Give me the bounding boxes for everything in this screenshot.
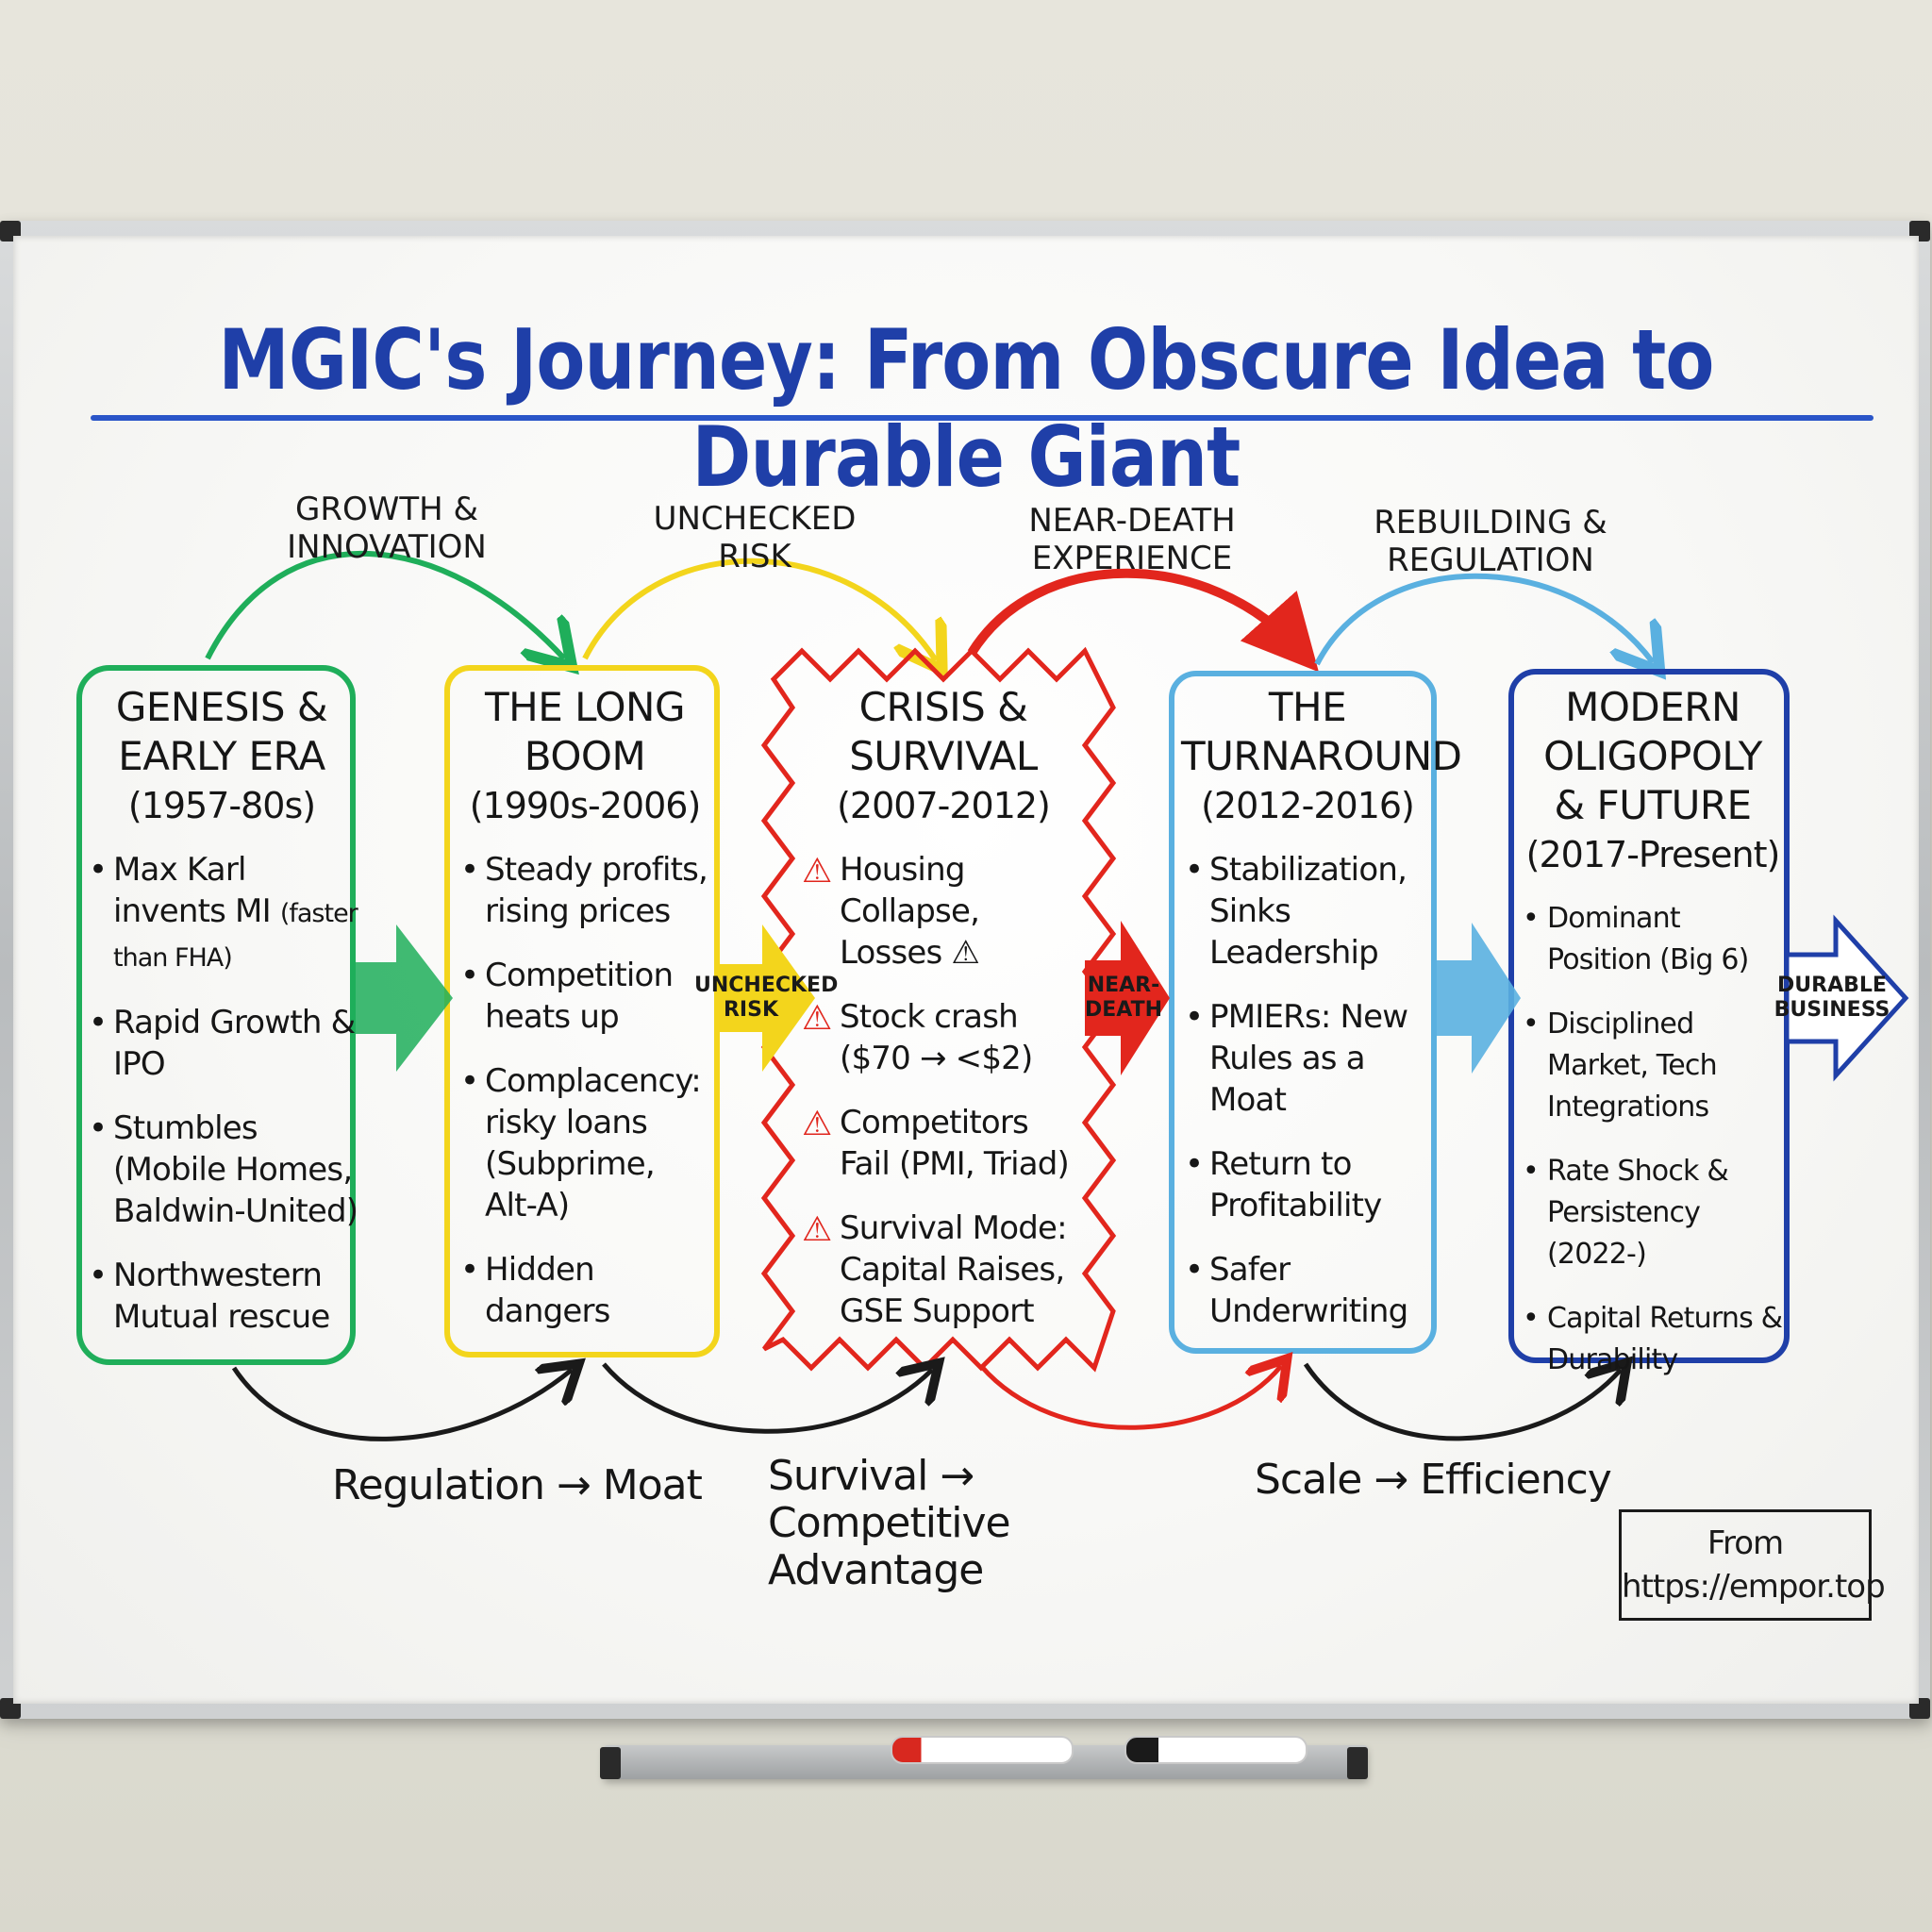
stage-item: •Steady profits, rising prices	[460, 851, 708, 930]
stage-title-line: BOOM	[524, 733, 646, 779]
bottom-arc-4	[1303, 1364, 1621, 1441]
stage-item-text: Steady profits, rising prices	[485, 851, 708, 930]
arc-rebuilding	[1314, 573, 1653, 664]
stage-item-text: Northwestern Mutual rescue	[113, 1257, 330, 1336]
stage-title-line: MODERN	[1565, 684, 1740, 730]
stage-item: ⚠Survival Mode: Capital Raises, GSE Supp…	[802, 1208, 1075, 1332]
whiteboard-surface	[13, 236, 1919, 1704]
stage-item-text: Survival Mode: Capital Raises, GSE Suppo…	[840, 1209, 1068, 1330]
stage-item-text: PMIERs: New Rules as a Moat	[1209, 998, 1408, 1119]
stage-item: ⚠Competitors Fail (PMI, Triad)	[802, 1102, 1075, 1185]
stage-title-line: EARLY ERA	[118, 733, 325, 779]
stage-period: (2017-Present)	[1525, 834, 1781, 875]
warning-icon: ⚠	[802, 999, 832, 1038]
stage-item: •Northwestern Mutual rescue	[89, 1257, 330, 1336]
diagram-title: MGIC's Journey: From Obscure Idea to Dur…	[218, 311, 1714, 506]
tray-end-cap	[600, 1747, 621, 1779]
red-marker[interactable]	[891, 1736, 1074, 1764]
stage-item-text: Housing Collapse, Losses ⚠	[840, 851, 980, 972]
connector-arrow-yellow	[717, 924, 815, 1072]
stage-item: •Hidden dangers	[460, 1251, 610, 1330]
stage-title-line: CRISIS &	[858, 684, 1028, 730]
connector-arrow-green	[351, 924, 453, 1072]
credit-box: From https://empor.top	[1619, 1509, 1886, 1621]
stage-title-line: THE LONG	[484, 684, 686, 730]
title-underline	[91, 415, 1874, 421]
warning-icon: ⚠	[802, 852, 832, 891]
bottom-label-regulation: Regulation → Moat	[332, 1461, 703, 1509]
stage-item-text: Stumbles (Mobile Homes, Baldwin-United)	[113, 1109, 358, 1230]
stage-title-line: OLIGOPOLY	[1543, 733, 1762, 779]
stage-item-text: Stabilization, Sinks Leadership	[1209, 851, 1407, 972]
credit-url: https://empor.top	[1622, 1568, 1886, 1606]
stage-item-text: Competitors Fail (PMI, Triad)	[840, 1104, 1070, 1183]
stage-item: •Dominant Position (Big 6)	[1523, 902, 1749, 976]
stage-period: (1990s-2006)	[469, 785, 702, 826]
stage-title-line: TURNAROUND	[1181, 733, 1462, 779]
stage-item-text: Competition heats up	[485, 957, 674, 1036]
stage-modern: MODERN OLIGOPOLY & FUTURE (2017-Present)…	[1519, 683, 1787, 1404]
stage-item-text: Dominant Position (Big 6)	[1547, 902, 1749, 976]
stage-period: (1957-80s)	[127, 785, 316, 826]
stage-item: •Max Karl invents MI (faster than FHA)	[89, 851, 358, 973]
transition-label-near-death: NEAR-DEATH EXPERIENCE	[1028, 502, 1236, 577]
stage-item-text: Stock crash ($70 → <$2)	[840, 998, 1033, 1077]
bottom-label-survival: Survival → Competitive Advantage	[768, 1452, 1011, 1594]
stage-item-text: Max Karl invents MI	[113, 851, 272, 930]
bottom-arc-2	[602, 1364, 932, 1434]
stage-title-line: THE	[1268, 684, 1347, 730]
connector-label-near-death: NEAR-DEATH	[1084, 974, 1163, 1022]
stage-item-text: Complacency: risky loans (Subprime, Alt-…	[485, 1062, 702, 1224]
stage-item-text: Hidden dangers	[485, 1251, 610, 1330]
stage-item: •Capital Returns & Durability	[1523, 1302, 1783, 1376]
stage-item-text: Rate Shock & Persistency (2022-)	[1547, 1155, 1729, 1271]
stage-crisis: CRISIS & SURVIVAL (2007-2012) ⚠Housing C…	[802, 683, 1075, 1355]
stage-item: •Rate Shock & Persistency (2022-)	[1523, 1155, 1729, 1271]
warning-icon: ⚠	[802, 1210, 832, 1249]
stage-item-text: Rapid Growth & IPO	[113, 1004, 356, 1083]
stage-item: •Competition heats up	[460, 957, 674, 1036]
transition-label-rebuilding: REBUILDING & REGULATION	[1374, 504, 1607, 579]
stage-item-text: Disciplined Market, Tech Integrations	[1547, 1008, 1718, 1124]
stage-item: •Rapid Growth & IPO	[89, 1004, 356, 1083]
stage-item: •PMIERs: New Rules as a Moat	[1185, 998, 1408, 1119]
black-marker[interactable]	[1124, 1736, 1307, 1764]
stage-item: •Safer Underwriting	[1185, 1251, 1408, 1330]
stage-title-line: GENESIS &	[115, 684, 328, 730]
stage-item-note: (faster than FHA)	[113, 899, 358, 973]
stage-item: ⚠Housing Collapse, Losses ⚠	[802, 849, 1075, 974]
stage-long-boom: THE LONG BOOM (1990s-2006) •Steady profi…	[457, 683, 713, 1355]
bottom-arc-1	[231, 1368, 572, 1441]
tray-end-cap	[1347, 1747, 1368, 1779]
transition-label-growth: GROWTH & INNOVATION	[287, 491, 487, 566]
connector-label-durable: DURABLE BUSINESS	[1774, 974, 1890, 1022]
arc-unchecked	[582, 558, 936, 660]
transition-label-unchecked: UNCHECKED RISK	[653, 500, 857, 575]
connector-arrow-lightblue	[1434, 923, 1521, 1074]
bottom-label-scale: Scale → Efficiency	[1255, 1456, 1612, 1504]
bottom-arc-3	[979, 1366, 1281, 1430]
stage-item: •Stumbles (Mobile Homes, Baldwin-United)	[89, 1109, 358, 1230]
stage-title-line: & FUTURE	[1554, 782, 1752, 828]
stage-turnaround: THE TURNAROUND (2012-2016) •Stabilizatio…	[1181, 683, 1462, 1355]
stage-title-line: SURVIVAL	[849, 733, 1038, 779]
connector-arrow-blue	[1784, 914, 1909, 1082]
stage-item: •Return to Profitability	[1185, 1145, 1382, 1224]
stage-item: •Disciplined Market, Tech Integrations	[1523, 1008, 1718, 1124]
stage-genesis: GENESIS & EARLY ERA (1957-80s) •Max Karl…	[85, 683, 358, 1360]
stage-item-text: Safer Underwriting	[1209, 1251, 1408, 1330]
stage-item-text: Return to Profitability	[1209, 1145, 1382, 1224]
stage-item-text: Capital Returns & Durability	[1547, 1302, 1783, 1376]
arc-near-death	[967, 568, 1319, 673]
credit-line: From	[1707, 1524, 1784, 1562]
warning-icon: ⚠	[802, 1105, 832, 1143]
stage-item: •Stabilization, Sinks Leadership	[1185, 851, 1407, 972]
stage-period: (2007-2012)	[837, 785, 1051, 826]
stage-item: •Complacency: risky loans (Subprime, Alt…	[460, 1062, 702, 1224]
arc-growth	[205, 551, 564, 658]
connector-arrow-red	[1085, 921, 1170, 1075]
stage-item: ⚠Stock crash ($70 → <$2)	[802, 996, 1075, 1079]
stage-period: (2012-2016)	[1201, 785, 1415, 826]
